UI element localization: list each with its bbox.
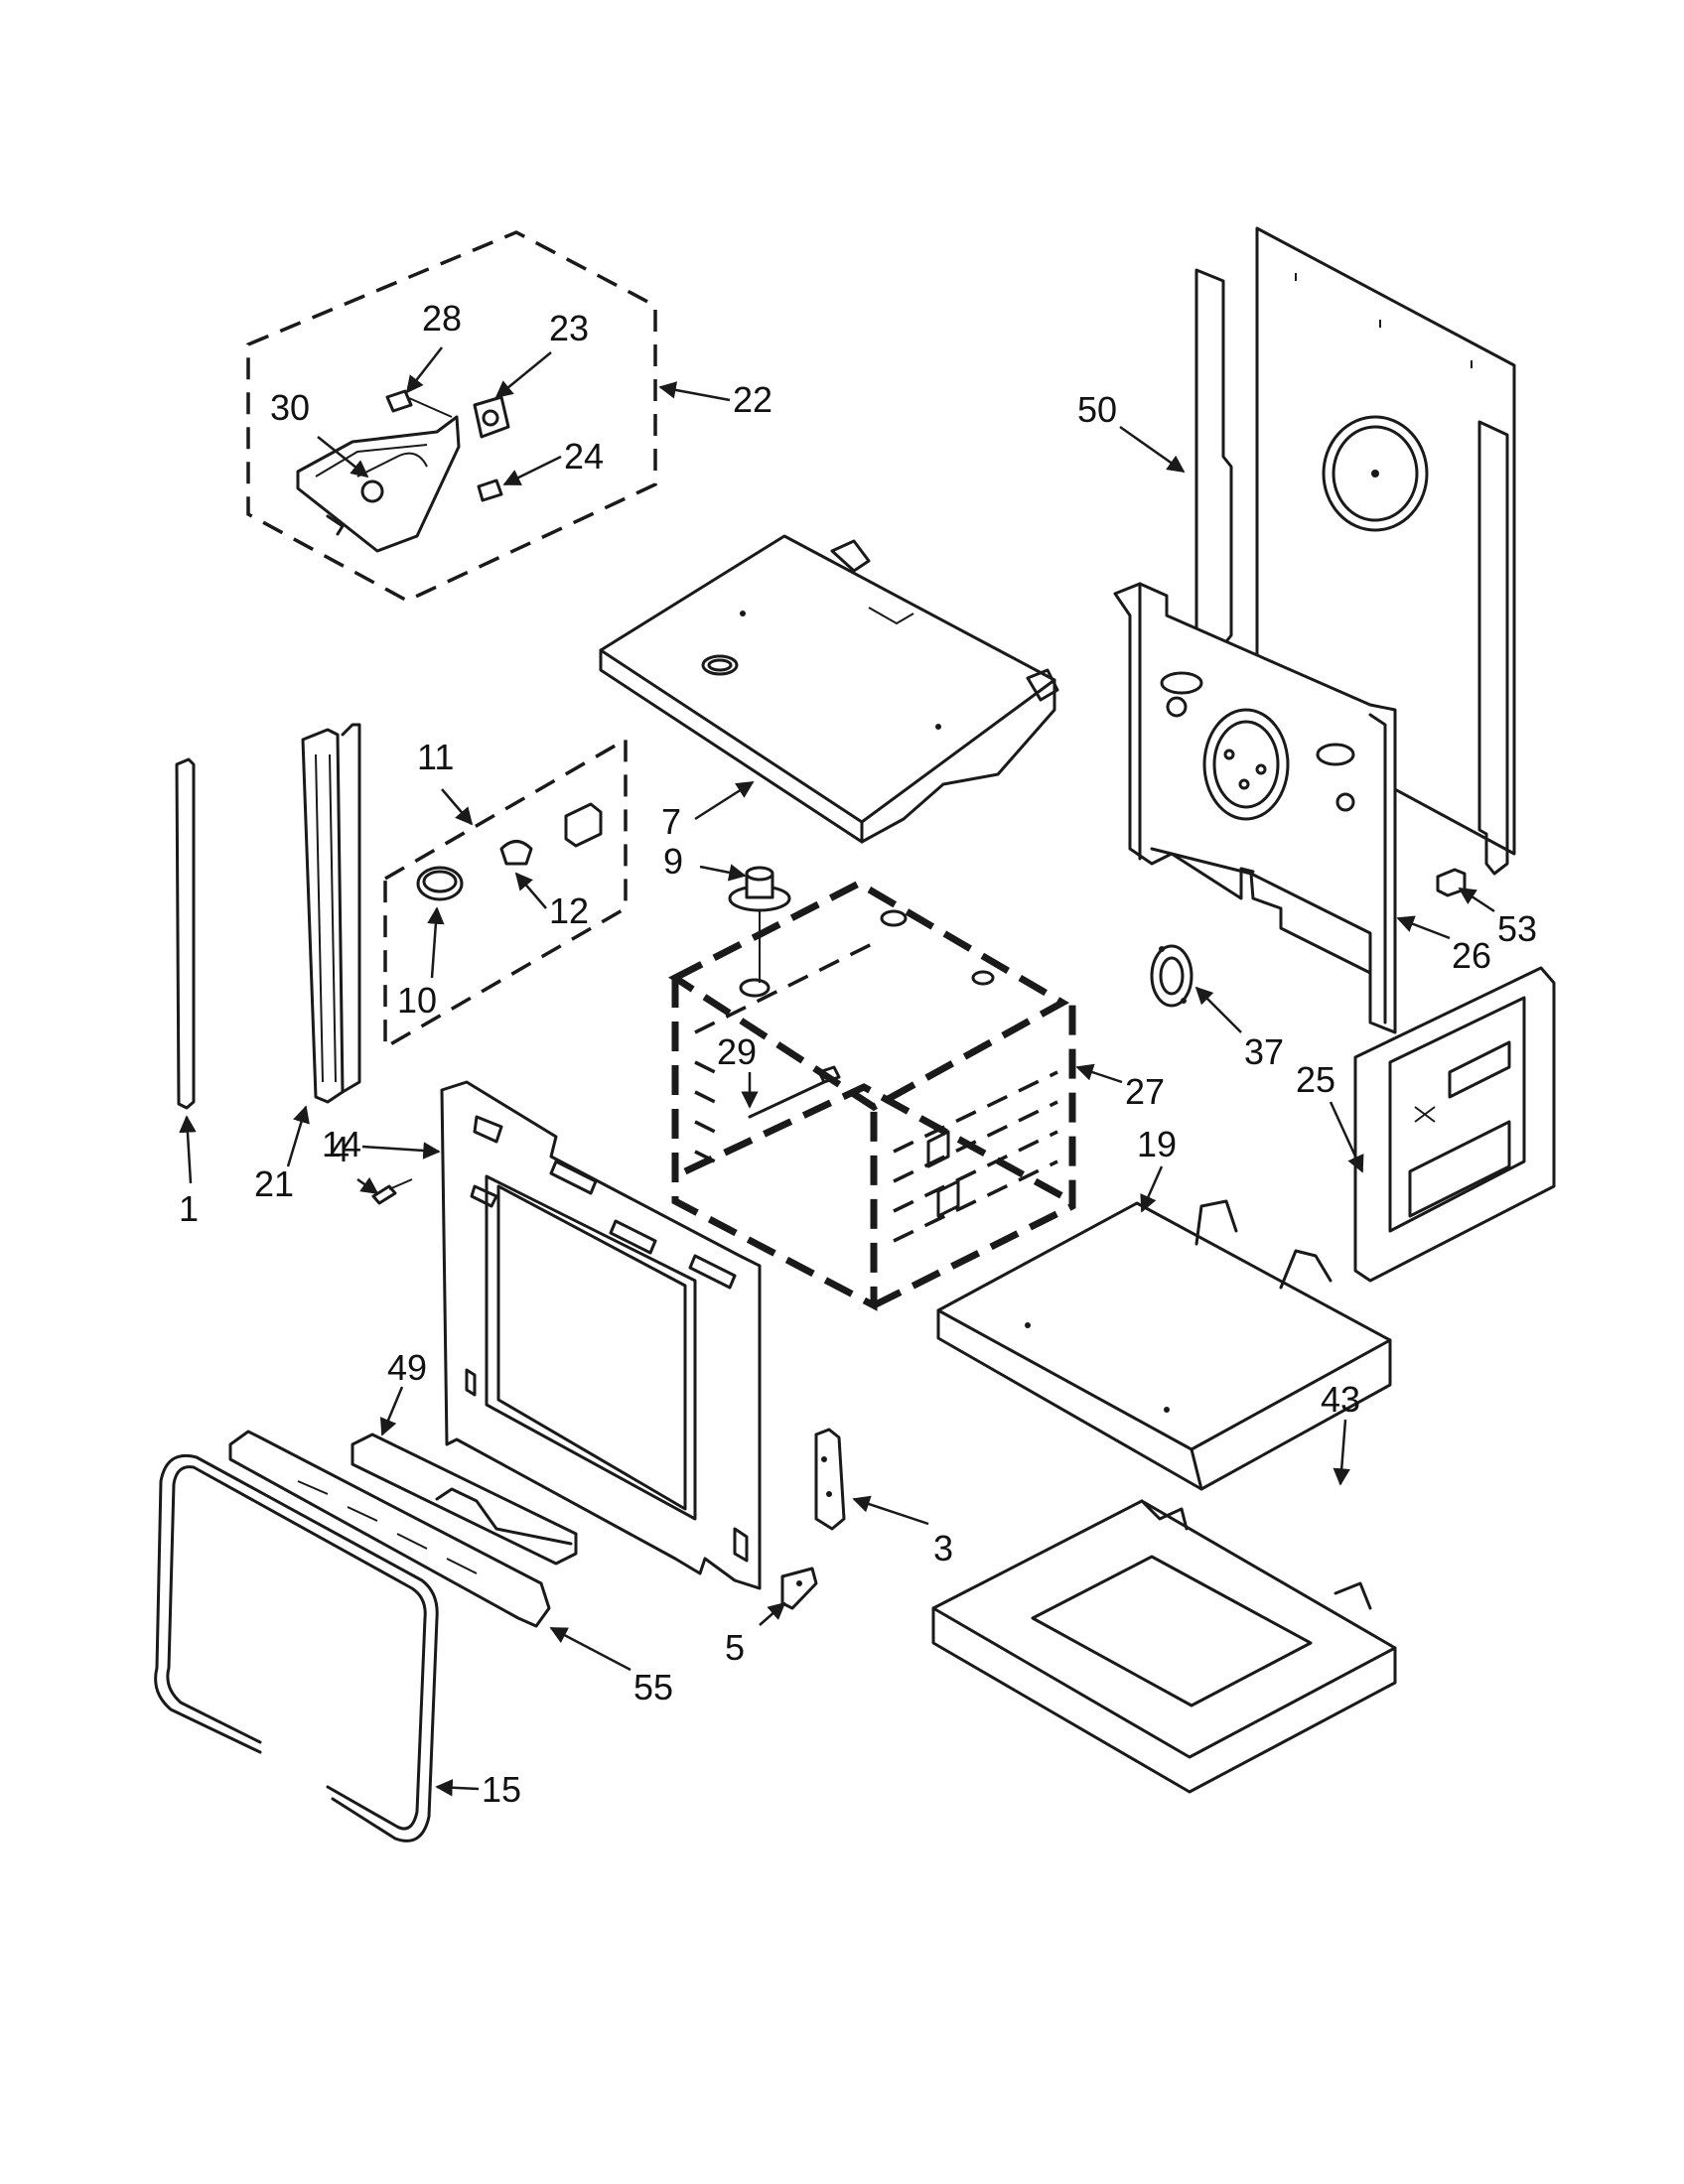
callout-9: 9	[663, 841, 683, 882]
callout-15: 15	[482, 1769, 521, 1810]
callout-7: 7	[661, 801, 681, 842]
small-bracket-53	[1436, 868, 1467, 897]
oven-cavity-liner	[668, 880, 1076, 1311]
callout-19: 19	[1137, 1124, 1177, 1164]
callout-4: 4	[330, 1129, 350, 1169]
vent-duct-49	[351, 1433, 578, 1566]
callout-43: 43	[1321, 1379, 1360, 1420]
light-assembly-group	[383, 736, 628, 1051]
bracket-5	[780, 1567, 818, 1610]
front-frame-14	[440, 1080, 762, 1590]
callout-5: 5	[725, 1627, 745, 1668]
callout-21: 21	[254, 1163, 294, 1204]
trim-55	[228, 1430, 551, 1628]
bottom-shield-19	[936, 1199, 1392, 1491]
callout-12: 12	[549, 890, 589, 931]
callout-14: 14	[322, 1124, 361, 1164]
callout-49: 49	[387, 1347, 427, 1388]
callout-29: 29	[717, 1031, 757, 1072]
top-heat-shield	[599, 534, 1059, 844]
callout-26: 26	[1452, 935, 1491, 976]
callout-labels: 1 3 4 5 7 9 10 11 12 14 15 19 21 22 23 2…	[179, 298, 1537, 1810]
control-assembly-group	[246, 230, 657, 603]
callout-53: 53	[1497, 908, 1537, 949]
callout-25: 25	[1296, 1059, 1335, 1100]
callout-55: 55	[633, 1667, 673, 1707]
callout-23: 23	[549, 308, 589, 348]
sensor-9	[728, 866, 791, 983]
door-gasket-15	[154, 1454, 439, 1843]
bottom-pan-43	[931, 1499, 1397, 1794]
callout-30: 30	[270, 387, 310, 428]
side-rail-21	[301, 723, 361, 1104]
rear-oven-frame	[1113, 582, 1397, 1034]
callout-37: 37	[1244, 1031, 1284, 1072]
callout-1: 1	[179, 1188, 199, 1229]
callout-22: 22	[733, 379, 772, 420]
probe-29	[748, 1065, 841, 1119]
side-panel-25	[1353, 966, 1556, 1283]
callout-3: 3	[933, 1528, 953, 1569]
callout-24: 24	[564, 436, 604, 477]
callout-10: 10	[397, 980, 437, 1021]
callout-11: 11	[417, 737, 454, 777]
gasket-37	[1150, 944, 1193, 1008]
trim-strip-1	[175, 757, 196, 1110]
callout-27: 27	[1125, 1071, 1165, 1112]
callout-28: 28	[422, 298, 462, 339]
leaders	[179, 346, 1495, 1797]
callout-50: 50	[1077, 389, 1117, 430]
screw-4	[371, 1178, 413, 1205]
bracket-3	[814, 1428, 846, 1531]
